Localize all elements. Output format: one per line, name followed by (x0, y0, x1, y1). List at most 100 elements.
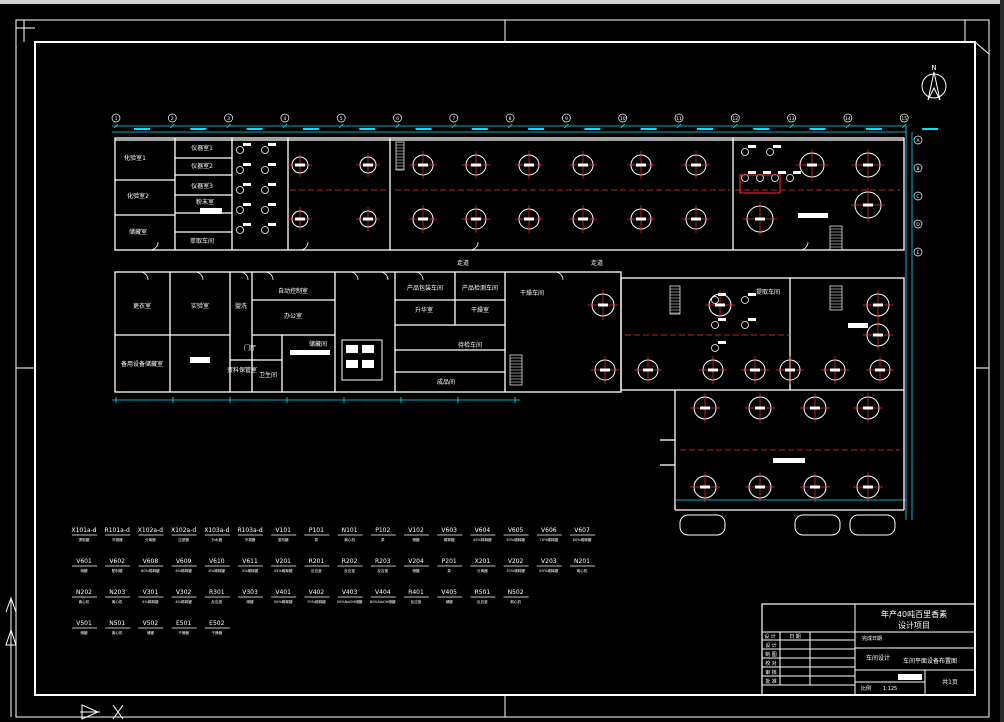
legend-desc: 离心机 (112, 599, 123, 604)
tank-tag (418, 217, 428, 221)
small-equipment (741, 148, 749, 156)
legend-code: V402 (309, 589, 325, 596)
dim-tick (733, 123, 738, 129)
legend-code: V501 (76, 620, 92, 627)
legend-desc: 泵 (381, 537, 385, 542)
grid-bubble (618, 113, 628, 123)
room-label: 提取车间 (756, 288, 780, 296)
corridor-label: 走道 (457, 259, 469, 267)
legend-desc: 反应釜 (211, 599, 222, 604)
room-label: 成品间 (437, 378, 455, 386)
tank-tag (750, 368, 760, 372)
room-label: 萃取车间 (190, 237, 214, 245)
legend-code: V606 (541, 527, 557, 534)
room-label: 自动控制室 (278, 287, 308, 295)
dim-tick (845, 123, 851, 129)
legend-desc: 80%稀释罐 (573, 537, 592, 542)
legend-desc: 干燥器 (178, 630, 189, 635)
legend-code: N202 (76, 589, 92, 596)
dim-tick (564, 123, 569, 129)
header-cell: 日 期 (789, 634, 801, 640)
dim-text (359, 128, 376, 130)
tank-tag (578, 163, 588, 167)
grid-bubble (562, 113, 571, 123)
legend-code: V303 (242, 589, 258, 596)
equipment-small (236, 143, 801, 352)
grid-bubble (449, 113, 459, 123)
legend-code: V502 (143, 620, 159, 627)
room-labels-upper: 化验室1 化验室2 储藏室 仪器室1 仪器室2 仪器室3 粉末室 萃取车间 (124, 144, 214, 245)
stair (395, 141, 405, 171)
equipment-centerlines (290, 189, 900, 451)
legend-code: N502 (508, 589, 524, 596)
tank-tag (471, 163, 481, 167)
small-equipment (236, 186, 244, 194)
legend-code: V202 (508, 558, 524, 565)
grid-bubble (843, 113, 853, 123)
title-text: 年产40吨百里香素 (881, 609, 947, 619)
tank-tag (785, 368, 795, 372)
legend-desc: 45%稀释罐 (473, 537, 492, 542)
role-row: 批 准 (765, 678, 777, 685)
legend-code: R501 (475, 589, 491, 596)
dim-tick (338, 123, 344, 129)
tank-tag (578, 217, 588, 221)
grid-label: 11 (676, 116, 682, 122)
legend-code: V301 (143, 589, 159, 596)
legend-code: X102a-d (138, 527, 163, 534)
dim-tick (451, 123, 457, 129)
small-equipment (766, 148, 774, 156)
tank-tag (295, 217, 305, 221)
dim-tick (676, 123, 682, 129)
tank-tag (873, 303, 883, 307)
room-label: 办公室 (284, 312, 302, 320)
legend-code: R103a-d (237, 527, 262, 534)
role-row: 校 对 (765, 660, 777, 667)
title-block: 年产40吨百里香素 设计项目 设 计 日 期 完成日期 设 计 制 图 校 对 … (761, 603, 976, 696)
legend-desc: 离心机 (344, 537, 355, 542)
tank-tag (755, 406, 765, 410)
grid-bubble (505, 113, 515, 123)
dim-text (415, 128, 432, 130)
room-label: 门厅 (244, 344, 256, 352)
legend-desc: 20%稀释罐 (506, 568, 525, 573)
grid-label: 7 (452, 116, 455, 122)
grid-label: 6 (396, 116, 399, 122)
legend-desc: 冷凝器 (245, 537, 256, 542)
legend-desc: 离心机 (112, 630, 123, 635)
header-cell: 设 计 (764, 633, 776, 640)
small-equipment (236, 206, 244, 214)
grid-label: A (916, 138, 920, 144)
drawing-name: 车间平面设备布置图 (903, 657, 957, 665)
legend-desc: 离心机 (577, 568, 588, 573)
room-label: 粉末室 (196, 198, 214, 206)
room-label: 待检车间 (458, 341, 482, 349)
tank-tag (830, 368, 840, 372)
dim-text (753, 128, 770, 130)
dimension-lines (112, 125, 913, 520)
date-label: 完成日期 (862, 635, 882, 642)
grid-label: C (916, 194, 919, 200)
small-equipment (261, 146, 269, 154)
legend-code: V609 (176, 558, 192, 565)
grid-label: 4 (283, 116, 286, 122)
legend-code: V401 (275, 589, 291, 596)
legend-desc: 45%稀释罐 (274, 568, 293, 573)
small-equipment (236, 166, 244, 174)
legend-code: P201 (442, 558, 457, 565)
legend-code: V611 (242, 558, 258, 565)
tank-tag (715, 303, 725, 307)
tank-tag (807, 163, 817, 167)
legend-desc: 过滤器 (178, 537, 189, 542)
legend-desc: 储罐 (80, 630, 88, 635)
grid-bubble (913, 247, 923, 257)
dimension-ticks (113, 123, 939, 403)
room-label: 产品检测车间 (462, 284, 498, 292)
legend-desc: 溶剂罐 (278, 537, 289, 542)
legend-desc: 反应釜 (477, 599, 488, 604)
legend-code: V403 (342, 589, 358, 596)
tank-tag (863, 203, 873, 207)
dim-text (584, 128, 601, 130)
tank-tag (755, 217, 765, 221)
tank-tag (524, 217, 534, 221)
